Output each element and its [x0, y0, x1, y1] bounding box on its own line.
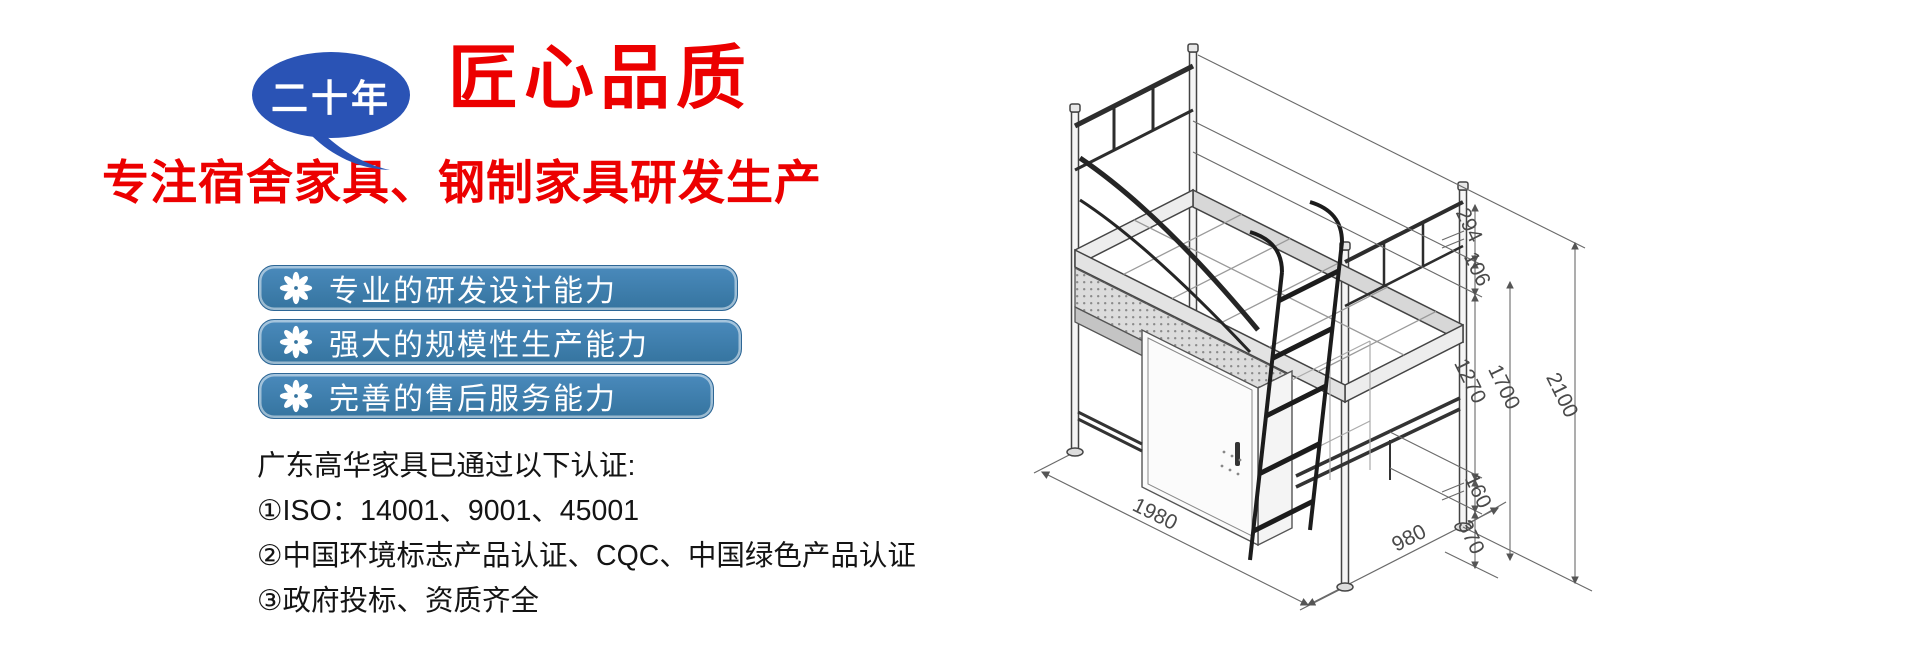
dim-1700: 1700 — [1483, 361, 1524, 413]
certification-item: ①ISO：14001、9001、45001 — [257, 495, 640, 527]
dim-370: 370 — [1453, 516, 1489, 558]
dim-294: 294 — [1451, 204, 1487, 246]
feature-bar-service: 完善的售后服务能力 — [258, 373, 714, 419]
ladder — [1248, 200, 1344, 561]
side-guardrail-curve — [1078, 155, 1260, 354]
certification-item: ②中国环境标志产品认证、CQC、中国绿色产品认证 — [257, 540, 916, 572]
dim-980: 980 — [1388, 520, 1430, 556]
foot-guardrail — [1344, 200, 1464, 308]
lower-crossbars — [1077, 396, 1461, 489]
flower-icon — [279, 271, 313, 305]
years-badge-label: 二十年 — [271, 78, 391, 119]
feature-label: 强大的规模性生产能力 — [329, 329, 649, 362]
certifications-block: 广东高华家具已通过以下认证: ①ISO：14001、9001、45001 ②中国… — [257, 444, 916, 624]
wardrobe — [1141, 328, 1293, 547]
feature-bar-design: 专业的研发设计能力 — [258, 265, 738, 311]
loft-bed-technical-drawing: 1980 980 — [1033, 43, 1593, 611]
feature-label: 完善的售后服务能力 — [329, 383, 617, 416]
head-guardrail — [1073, 63, 1195, 172]
certifications-heading: 广东高华家具已通过以下认证: — [257, 450, 636, 482]
years-badge: 二十年 — [252, 52, 410, 138]
dim-2100: 2100 — [1541, 369, 1582, 421]
flower-icon — [279, 379, 313, 413]
main-title: 匠心品质 — [448, 39, 752, 117]
upper-bunk-frame — [1074, 188, 1464, 404]
interior-shelves — [1291, 340, 1371, 480]
certification-item: ③政府投标、资质齐全 — [257, 585, 540, 617]
sub-title: 专注宿舍家具、钢制家具研发生产 — [102, 156, 822, 209]
flower-icon — [279, 325, 313, 359]
feature-label: 专业的研发设计能力 — [329, 275, 617, 308]
feature-bar-production: 强大的规模性生产能力 — [258, 319, 742, 365]
